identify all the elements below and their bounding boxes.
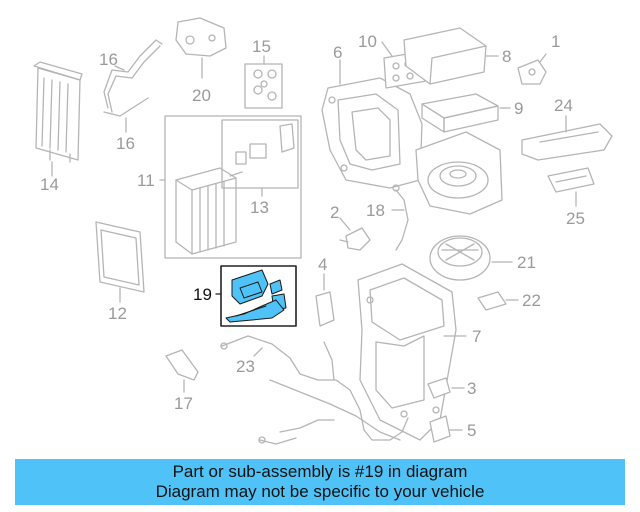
wiring-harness-part <box>220 335 409 445</box>
callout-8: 8 <box>502 47 512 66</box>
callout-20: 20 <box>192 86 211 105</box>
callout-16b: 16 <box>116 134 135 153</box>
callout-12: 12 <box>108 304 127 323</box>
callout-3: 3 <box>467 379 477 398</box>
callout-1: 1 <box>551 32 561 51</box>
hvac-upper-housing-part <box>321 77 423 189</box>
callout-11: 11 <box>137 171 155 190</box>
callout-6: 6 <box>333 43 343 62</box>
filter-frame-part <box>95 221 145 293</box>
callout-16a: 16 <box>99 50 118 69</box>
side-duct-part <box>521 123 613 161</box>
expansion-valve-part <box>229 123 295 177</box>
leader-1 <box>539 53 547 63</box>
mount-bracket-part <box>165 349 199 381</box>
gasket-plate-part <box>175 17 227 57</box>
upper-duct-part <box>403 27 487 85</box>
callout-14: 14 <box>40 175 59 194</box>
temperature-sensor-part <box>339 227 371 251</box>
hvac-lower-housing-part <box>357 263 457 441</box>
callout-10: 10 <box>358 32 377 51</box>
callout-25: 25 <box>566 209 585 228</box>
callout-17: 17 <box>174 394 193 413</box>
leader-2 <box>339 217 351 231</box>
blower-resistor-part <box>477 291 507 311</box>
callout-15: 15 <box>252 37 271 56</box>
seal-kit-part <box>244 63 283 109</box>
leader-23 <box>253 347 263 357</box>
cabin-filter-part <box>421 93 499 133</box>
callout-22: 22 <box>522 291 541 310</box>
leader-10 <box>381 41 393 57</box>
vent-part <box>547 167 595 193</box>
expansion-valve-box <box>221 119 299 189</box>
heater-pipes-part <box>103 39 163 117</box>
sensor-wire-part <box>392 184 409 251</box>
callout-24: 24 <box>554 96 573 115</box>
leader-16a <box>114 65 125 71</box>
callout-9: 9 <box>514 99 524 118</box>
actuator-small-part <box>517 59 547 85</box>
heater-core-part <box>33 61 83 163</box>
banner-line-disclaimer: Diagram may not be specific to your vehi… <box>155 482 485 501</box>
callout-18: 18 <box>366 201 385 220</box>
callout-4: 4 <box>318 255 328 274</box>
blower-motor-part <box>429 235 491 281</box>
callout-7: 7 <box>472 327 482 346</box>
banner-line-part-number: Part or sub-assembly is #19 in diagram <box>172 462 468 481</box>
info-banner: Part or sub-assembly is #19 in diagram D… <box>15 459 625 505</box>
bracket-part <box>315 291 335 327</box>
callout-23: 23 <box>236 357 255 376</box>
blower-housing-part <box>415 131 503 215</box>
mode-actuator-part <box>429 415 451 443</box>
evaporator-core-part <box>175 167 237 255</box>
temperature-door-actuator-part[interactable] <box>225 269 287 323</box>
callout-19: 19 <box>193 285 212 304</box>
callout-5: 5 <box>467 421 477 440</box>
callout-13: 13 <box>250 198 269 217</box>
evaporator-assembly-box <box>164 115 302 259</box>
callout-21: 21 <box>517 253 536 272</box>
callout-2: 2 <box>330 203 340 222</box>
actuator-lower-part <box>427 377 451 399</box>
